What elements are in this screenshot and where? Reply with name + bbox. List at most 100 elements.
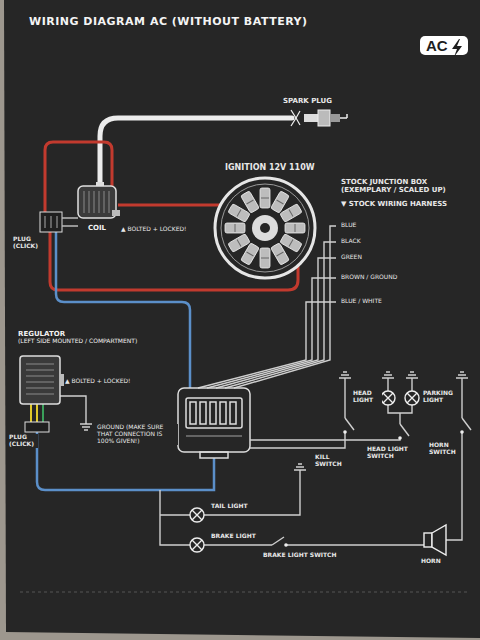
- junction-box: [186, 398, 242, 428]
- lamp-label: HEAD LIGHT: [352, 390, 382, 404]
- coil-plug: [45, 216, 46, 228]
- node-heading: AC: [426, 37, 448, 54]
- coil-symbol: [99, 191, 100, 213]
- dashed-rule: [20, 592, 470, 593]
- switch-contact: [460, 430, 464, 434]
- stator-winding: [289, 210, 293, 217]
- stator-winding: [277, 252, 284, 256]
- stator-winding: [247, 200, 254, 204]
- stator-winding: [237, 240, 241, 247]
- lamp-label: BRAKE LIGHT: [210, 533, 257, 540]
- switch-wire: [204, 544, 272, 545]
- harness-wire: [207, 278, 336, 388]
- switch-wire: [400, 424, 409, 436]
- stator-winding: [277, 200, 284, 204]
- regulator-symbol: [26, 376, 54, 377]
- part-label: IGNITION 12V 110W: [224, 163, 316, 172]
- ignition-stator: [252, 215, 278, 241]
- spark-plug-symbol: [340, 117, 347, 119]
- harness-wire: [198, 226, 336, 388]
- stator-winding: [295, 224, 296, 232]
- ignition-stator: [215, 178, 315, 278]
- coil-plug: [51, 216, 52, 228]
- ignition-stator: [215, 178, 315, 278]
- lamp-symbol: [192, 540, 202, 550]
- stator-tooth: [260, 248, 270, 268]
- switch-wire: [399, 413, 400, 424]
- coil-symbol: [84, 191, 85, 213]
- red-wire: [118, 204, 221, 207]
- stator-winding: [235, 224, 236, 232]
- wire-color-label: BLACK: [340, 238, 362, 245]
- ground-symbol: [80, 423, 92, 424]
- ground-symbol: [386, 371, 390, 372]
- note-label: ▲ BOLTED + LOCKED!: [120, 226, 187, 233]
- note-label: GROUND (MAKE SURE THAT CONNECTION IS 100…: [96, 424, 178, 445]
- junction-box: [178, 388, 250, 458]
- switch-wire: [160, 378, 471, 545]
- regulator-wire: [60, 396, 86, 424]
- coil-symbol: [94, 191, 95, 213]
- lamp-symbol: [192, 510, 202, 520]
- plug-label: PLUG (CLICK): [8, 434, 38, 448]
- wire-color-label: BLUE: [340, 222, 357, 229]
- ground-symbol: [343, 371, 347, 372]
- switch-label: HORN SWITCH: [428, 442, 460, 456]
- coil-symbol: [104, 191, 105, 213]
- spark-plug-symbol: [330, 114, 340, 122]
- page-ground: [4, 0, 480, 638]
- lamp-symbol: [190, 508, 204, 522]
- coil-plug: [57, 216, 58, 228]
- regulator-box: REGULATOR(LEFT SIDE MOUNTED / COMPARTMEN…: [18, 330, 158, 406]
- stator-tooth: [260, 188, 270, 208]
- node-heading: REGULATOR: [18, 330, 158, 338]
- lamp-symbol: [381, 391, 395, 405]
- spark-plug-symbol: [296, 118, 300, 125]
- ground-symbol: [341, 374, 349, 375]
- junction-box: [178, 388, 250, 452]
- harness-wire: [198, 302, 336, 388]
- regulator-symbol: [26, 382, 54, 383]
- switch-wire: [344, 378, 345, 418]
- lamp-symbol: [405, 391, 419, 405]
- switch-contact: [284, 430, 464, 547]
- switch-contact: [398, 436, 402, 440]
- stator-winding: [261, 258, 269, 259]
- junction-box: [190, 402, 196, 424]
- stator-tooth: [225, 223, 245, 233]
- switch-wire: [387, 378, 388, 391]
- regulator-symbol: [20, 356, 60, 404]
- note-label: ▲ BOLTED + LOCKED!: [64, 378, 131, 385]
- spark-plug-symbol: [291, 110, 296, 118]
- coil-symbol: [72, 182, 122, 224]
- switch-wire: [461, 378, 462, 418]
- junction-box: [210, 402, 216, 424]
- switch-wire: [388, 405, 412, 413]
- regulator-symbol: [18, 354, 64, 406]
- spark-plug-symbol: [346, 114, 348, 118]
- coil-plug: [62, 217, 78, 219]
- wire-color-label: BLUE / WHITE: [340, 298, 383, 305]
- coil-symbol: [89, 191, 90, 213]
- spark-plug-symbol: [291, 110, 347, 126]
- spark-plug-symbol: [291, 118, 296, 126]
- node-heading: COIL: [72, 224, 122, 232]
- lamp-label: PARKING LIGHT: [422, 390, 460, 404]
- switch-contact: [284, 543, 288, 547]
- spark-plug-symbol: [318, 110, 330, 126]
- lamp-symbol: [407, 393, 417, 403]
- plug-label: PLUG (CLICK): [12, 236, 42, 250]
- node-note: (LEFT SIDE MOUNTED / COMPARTMENT): [18, 338, 158, 345]
- ground-symbol: [82, 426, 90, 427]
- stator-winding: [237, 210, 241, 217]
- coil-plug: [40, 212, 62, 232]
- coil-symbol: [109, 191, 110, 213]
- coil-symbol: [78, 186, 116, 218]
- junction-box: [186, 435, 242, 437]
- ignition-stator: [221, 184, 309, 272]
- spark-plug-symbol: [296, 111, 300, 118]
- coil-plug: [62, 225, 78, 227]
- coil-plug: [40, 212, 78, 232]
